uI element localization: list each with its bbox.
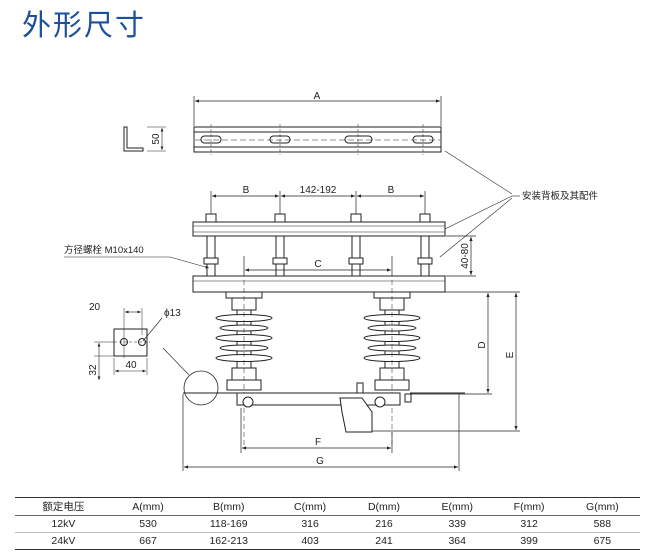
insulator-centerlines <box>243 280 393 445</box>
page-title: 外形尺寸 <box>22 8 147 42</box>
dim-G-label: G <box>316 456 324 467</box>
cell-g: 588 <box>564 515 640 533</box>
dim-B-left-label: B <box>243 185 250 196</box>
cell-voltage: 24kV <box>15 532 112 550</box>
header-a: A(mm) <box>111 497 185 516</box>
dim-D-label: D <box>477 341 488 348</box>
dim-B-right-label: B <box>388 185 395 196</box>
header-voltage: 额定电压 <box>15 497 112 516</box>
mounting-leaders <box>439 150 520 258</box>
angle-profile <box>123 126 166 152</box>
header-f: F(mm) <box>493 497 565 516</box>
cell-f: 399 <box>493 532 565 550</box>
terminal-plate <box>94 308 163 380</box>
base-frame <box>192 275 446 299</box>
cell-g: 675 <box>564 532 640 550</box>
dim-C <box>243 256 393 276</box>
cell-a: 530 <box>111 515 185 533</box>
cell-a: 667 <box>111 532 185 550</box>
cell-c: 403 <box>273 532 348 550</box>
cell-e: 364 <box>420 532 494 550</box>
spec-header-row: 额定电压 A(mm) B(mm) C(mm) D(mm) E(mm) F(mm)… <box>15 497 640 516</box>
dim-FG <box>182 394 460 471</box>
header-d: D(mm) <box>347 497 421 516</box>
bolt-leader <box>64 256 210 269</box>
cell-b: 162-213 <box>184 532 274 550</box>
dim-plate-width-label: 40 <box>125 360 137 371</box>
header-e: E(mm) <box>420 497 494 516</box>
dim-hole-spacing-label: 20 <box>89 302 101 313</box>
outline-drawing: A 50 B 142-192 B <box>64 91 599 471</box>
dim-hole-diameter-label: ϕ13 <box>164 308 181 319</box>
cell-b: 118-169 <box>184 515 274 533</box>
mounting-annotation: 安装背板及其配件 <box>522 190 599 202</box>
table-row: 12kV 530 118-169 316 216 339 312 588 <box>15 515 640 533</box>
cell-e: 339 <box>420 515 494 533</box>
dim-gap-label: 40-80 <box>460 243 471 269</box>
contact-blade <box>183 382 465 433</box>
dim-gap <box>446 235 476 277</box>
detail-leader <box>162 347 190 376</box>
detail-circle <box>183 370 219 406</box>
bolts <box>203 213 433 277</box>
header-c: C(mm) <box>273 497 348 516</box>
dim-E-label: E <box>505 351 516 358</box>
dim-F-label: F <box>315 437 321 448</box>
spec-table: 额定电压 A(mm) B(mm) C(mm) D(mm) E(mm) F(mm)… <box>15 497 640 550</box>
dim-B-middle-label: 142-192 <box>300 185 337 196</box>
top-channel <box>193 124 442 155</box>
dim-A <box>193 96 442 126</box>
dim-A-label: A <box>314 91 321 102</box>
header-b: B(mm) <box>184 497 274 516</box>
back-plate <box>192 221 446 237</box>
cell-f: 312 <box>493 515 565 533</box>
cell-d: 216 <box>347 515 421 533</box>
cell-c: 316 <box>273 515 348 533</box>
dim-C-label: C <box>314 259 321 270</box>
cell-d: 241 <box>347 532 421 550</box>
dim-plate-height-label: 32 <box>88 364 99 376</box>
cell-voltage: 12kV <box>15 515 112 533</box>
header-g: G(mm) <box>564 497 640 516</box>
bolt-annotation: 方径螺栓 M10x140 <box>64 244 144 256</box>
table-row: 24kV 667 162-213 403 241 364 399 675 <box>15 532 640 550</box>
dim-angle-label: 50 <box>151 133 162 145</box>
dim-DE <box>372 291 520 432</box>
